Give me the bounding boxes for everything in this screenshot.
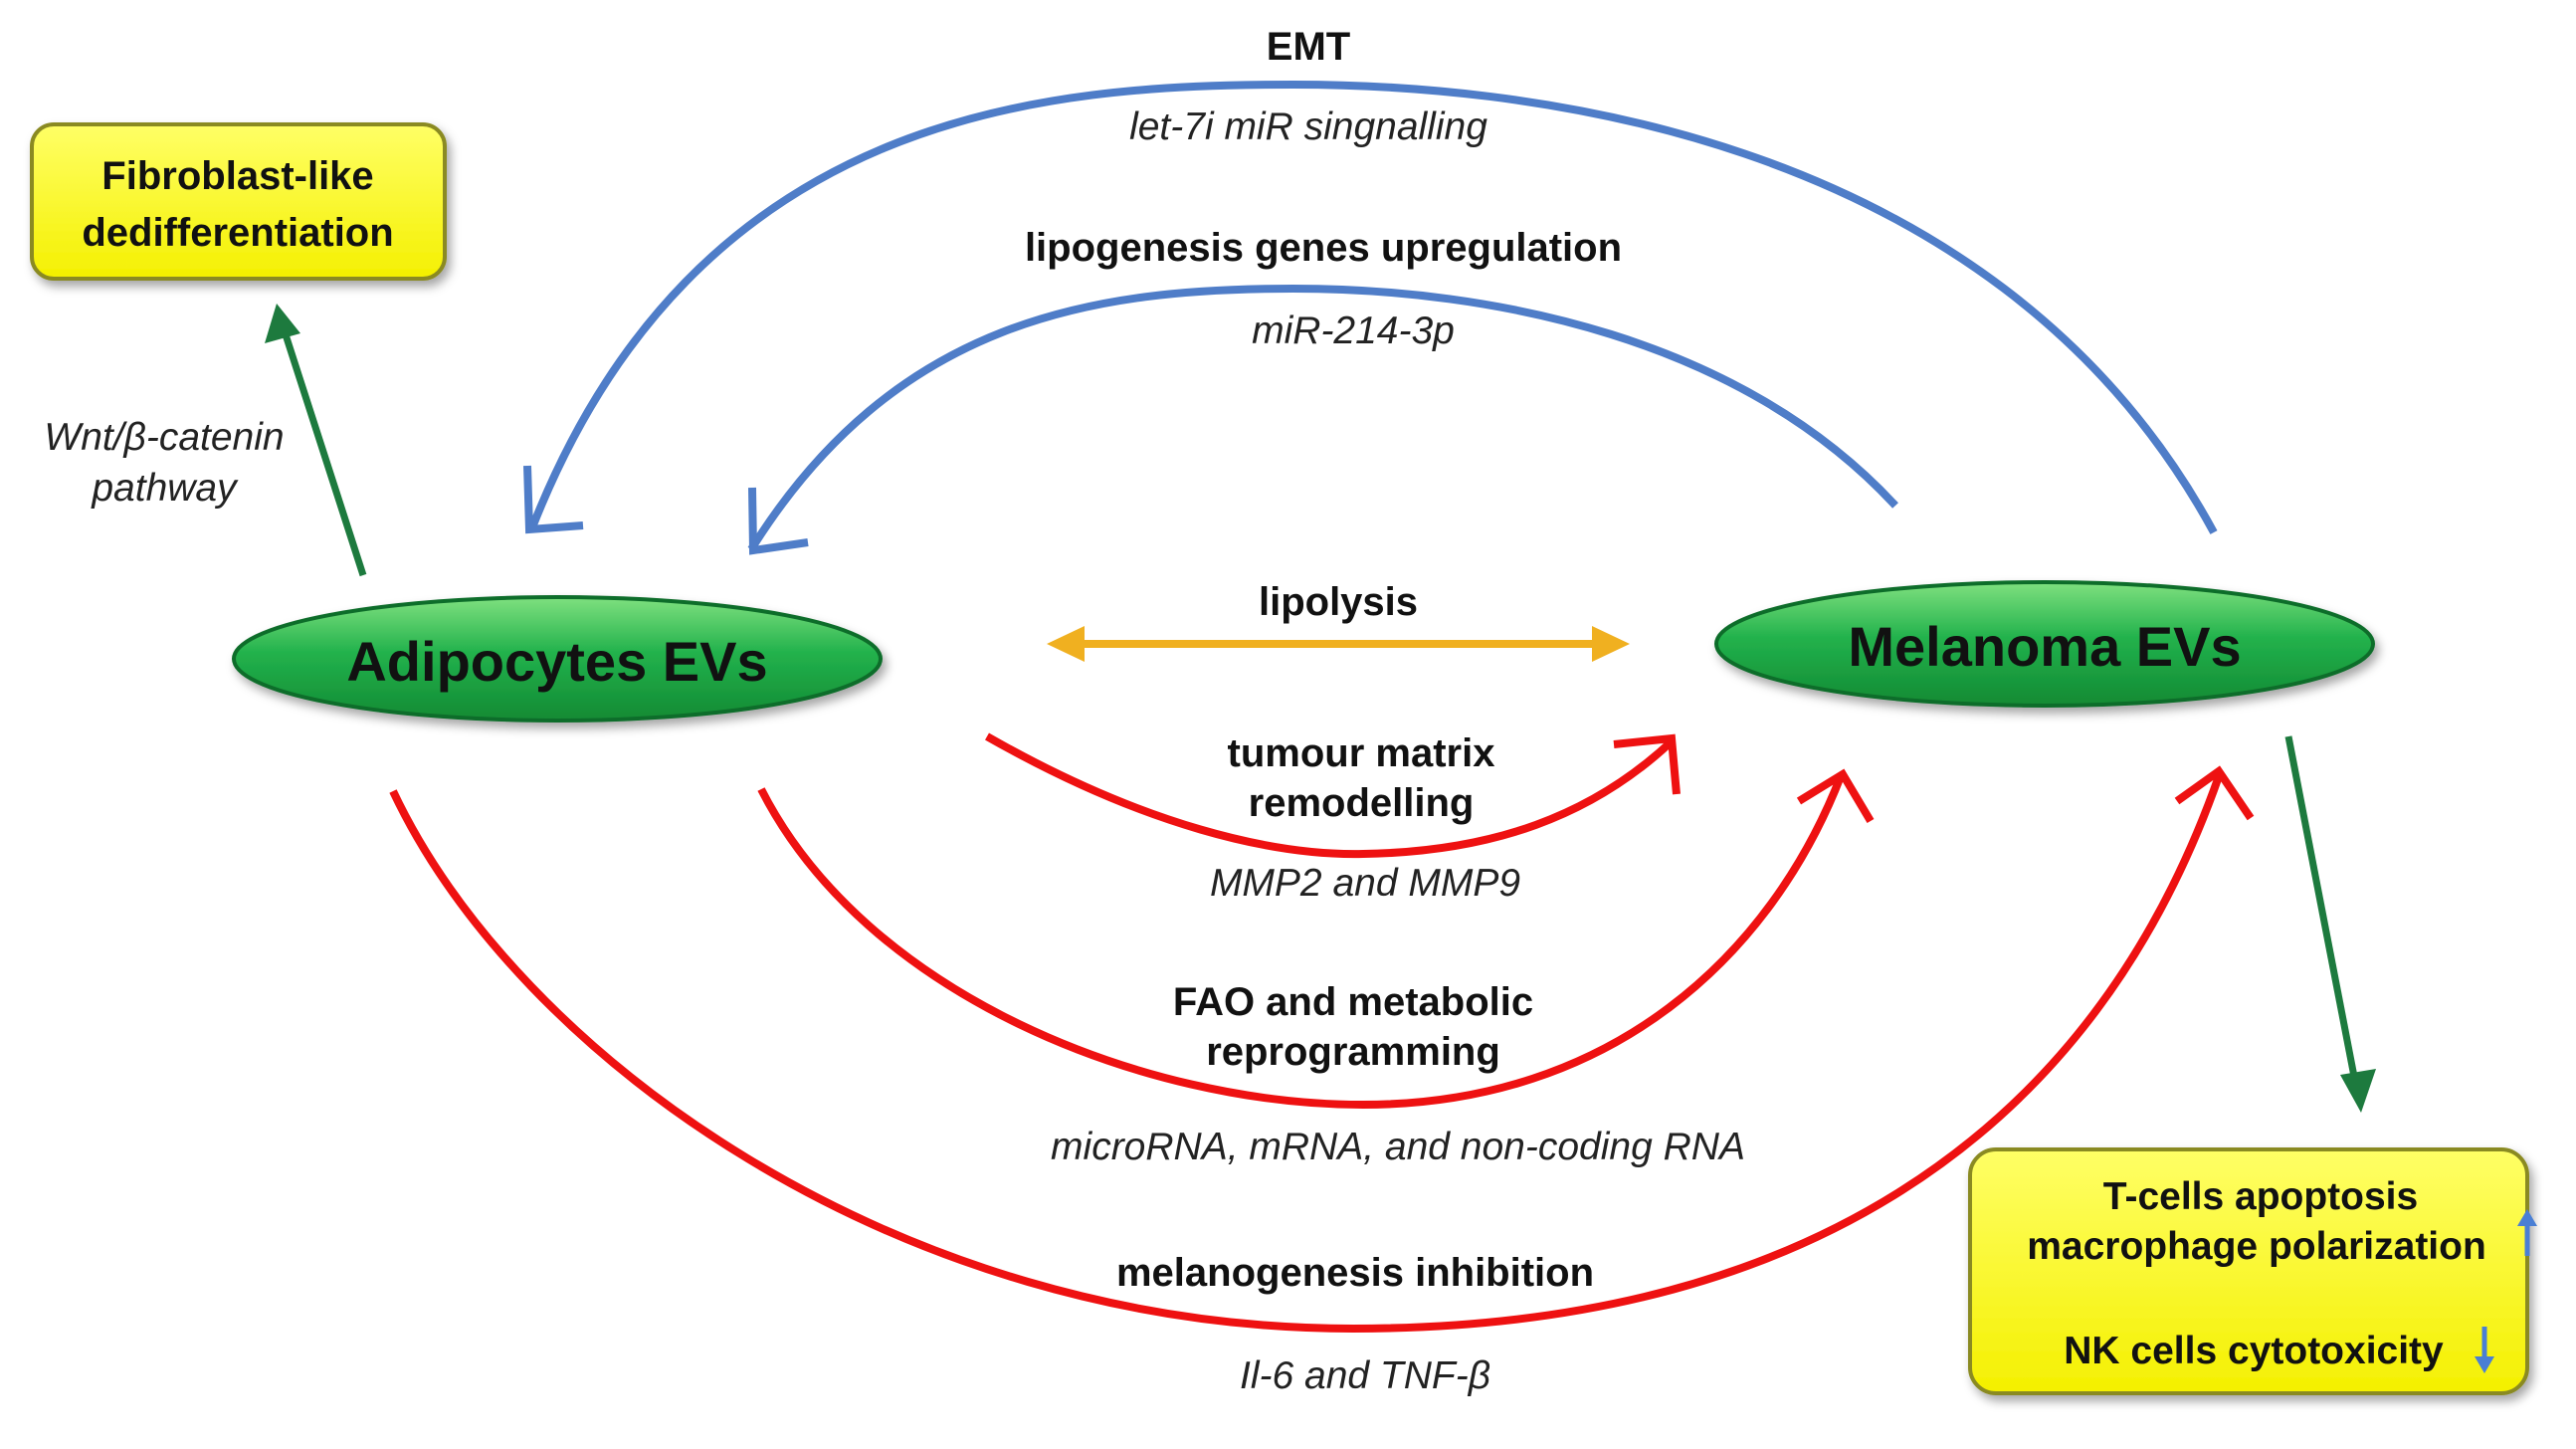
arrow-up-icon: [2517, 1209, 2537, 1256]
melanoma-label: Melanoma EVs: [1848, 615, 2241, 678]
wnt-label-line1: Wnt/β-catenin: [44, 416, 284, 459]
fibroblast-line1: Fibroblast-like: [101, 154, 373, 198]
immune-box: [1968, 1147, 2529, 1395]
lipolysis-arrowhead-right: [1592, 626, 1630, 662]
immune-arrowhead: [2340, 1069, 2376, 1113]
melanogenesis-sub-label: Il-6 and TNF-β: [1240, 1354, 1490, 1397]
lipolysis-arrowhead-left: [1047, 626, 1085, 662]
lipogenesis-label: lipogenesis genes upregulation: [1025, 226, 1622, 270]
wnt-label-line2: pathway: [91, 467, 239, 510]
wnt-arrow: [280, 326, 367, 577]
adipocytes-node: [232, 595, 883, 723]
fao-arrow: [757, 774, 1845, 1110]
tumour-sub-label: MMP2 and MMP9: [1210, 862, 1520, 905]
emt-arrowhead: [523, 465, 584, 534]
fibroblast-box: [30, 122, 447, 281]
melanoma-node: [1714, 580, 2375, 708]
emt-sub-label: let-7i miR singnalling: [1129, 105, 1487, 148]
emt-label: EMT: [1267, 25, 1350, 69]
arrow-down-icon: [2475, 1327, 2494, 1373]
lipogenesis-arrowhead: [748, 487, 809, 555]
lipogenesis-sub-label: miR-214-3p: [1252, 310, 1455, 352]
adipocytes-label: Adipocytes EVs: [346, 630, 767, 693]
fao-label-line1: FAO and metabolic: [1173, 980, 1533, 1024]
fao-label-line2: reprogramming: [1206, 1030, 1500, 1074]
immune-line2: macrophage polarization: [2027, 1225, 2486, 1268]
fao-sub-label: microRNA, mRNA, and non-coding RNA: [1051, 1126, 1745, 1168]
melanogenesis-arrow: [389, 774, 2223, 1334]
lipolysis-label: lipolysis: [1259, 580, 1418, 624]
tumour-matrix-arrow: [985, 732, 1675, 859]
fao-arrowhead: [1796, 768, 1875, 824]
fibroblast-line2: dedifferentiation: [82, 211, 393, 255]
tumour-label-line1: tumour matrix: [1228, 731, 1495, 775]
immune-arrow: [2284, 735, 2360, 1088]
melanogenesis-arrowhead: [2174, 765, 2255, 821]
tumour-label-line2: remodelling: [1249, 781, 1475, 825]
immune-line1: T-cells apoptosis: [2103, 1175, 2418, 1218]
tumour-matrix-arrowhead: [1613, 733, 1681, 795]
immune-line3: NK cells cytotoxicity: [2064, 1330, 2444, 1372]
lipogenesis-arrow: [747, 284, 1898, 552]
melanogenesis-label: melanogenesis inhibition: [1116, 1251, 1594, 1295]
emt-arrow: [528, 80, 2218, 534]
wnt-arrowhead: [265, 304, 300, 343]
